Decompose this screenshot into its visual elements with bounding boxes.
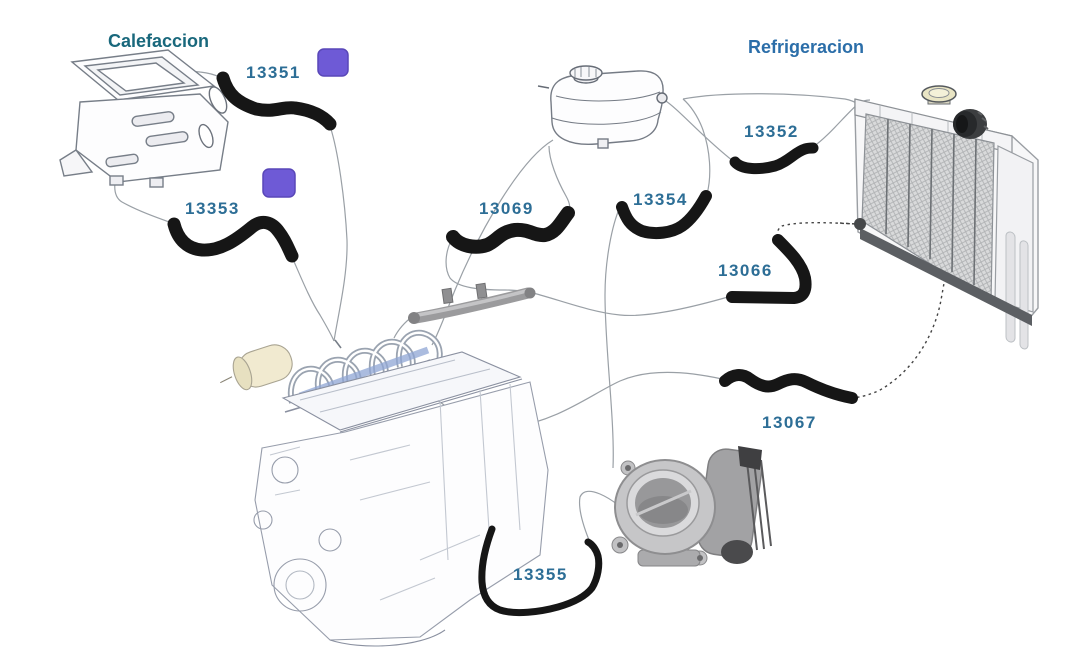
tank-side-port [656, 92, 668, 104]
hose-13352 [729, 142, 819, 175]
throttle-plate [635, 489, 692, 517]
purple-clip-1 [317, 48, 349, 77]
part-number-13067: 13067 [762, 413, 817, 432]
hose-13351 [216, 71, 337, 131]
tank-bottom-port [597, 138, 609, 149]
throttle-connector [738, 446, 762, 470]
expansion-tank [537, 65, 668, 149]
heater-outlet-ports [198, 86, 228, 149]
radiator [854, 85, 1039, 350]
coolant-metal-pipe [408, 282, 536, 324]
part-number-13352: 13352 [744, 122, 799, 141]
hose-13066 [726, 234, 812, 304]
part-number-13351: 13351 [246, 63, 301, 82]
throttle-body [611, 446, 772, 567]
purple-clip-2 [262, 168, 296, 198]
part-number-13355: 13355 [513, 565, 568, 584]
part-number-13069: 13069 [479, 199, 534, 218]
radiator-outlet-port [854, 218, 866, 230]
hose-13355 [478, 525, 603, 617]
engine-fuel-damper [220, 344, 293, 391]
hose-13069 [446, 206, 575, 254]
heater-slats [105, 111, 189, 168]
hose-13353 [167, 215, 299, 263]
part-number-13354: 13354 [633, 190, 688, 209]
engine-coolant-fitting [334, 339, 342, 349]
radiator-cap [921, 85, 957, 105]
section-label-cooling: Refrigeracion [748, 37, 865, 57]
radiator-inlet-port [953, 109, 989, 139]
heater-unit [59, 49, 229, 188]
engine [220, 329, 549, 647]
radiator-bottom-bar [860, 228, 1032, 326]
part-number-13353: 13353 [185, 199, 240, 218]
section-label-heating: Calefaccion [108, 31, 210, 51]
hose-13067 [719, 369, 858, 404]
hose-13354 [616, 190, 712, 240]
tank-cap [569, 65, 603, 84]
engine-block [254, 381, 549, 641]
part-number-13066: 13066 [718, 261, 773, 280]
tank-left-port [537, 85, 550, 89]
